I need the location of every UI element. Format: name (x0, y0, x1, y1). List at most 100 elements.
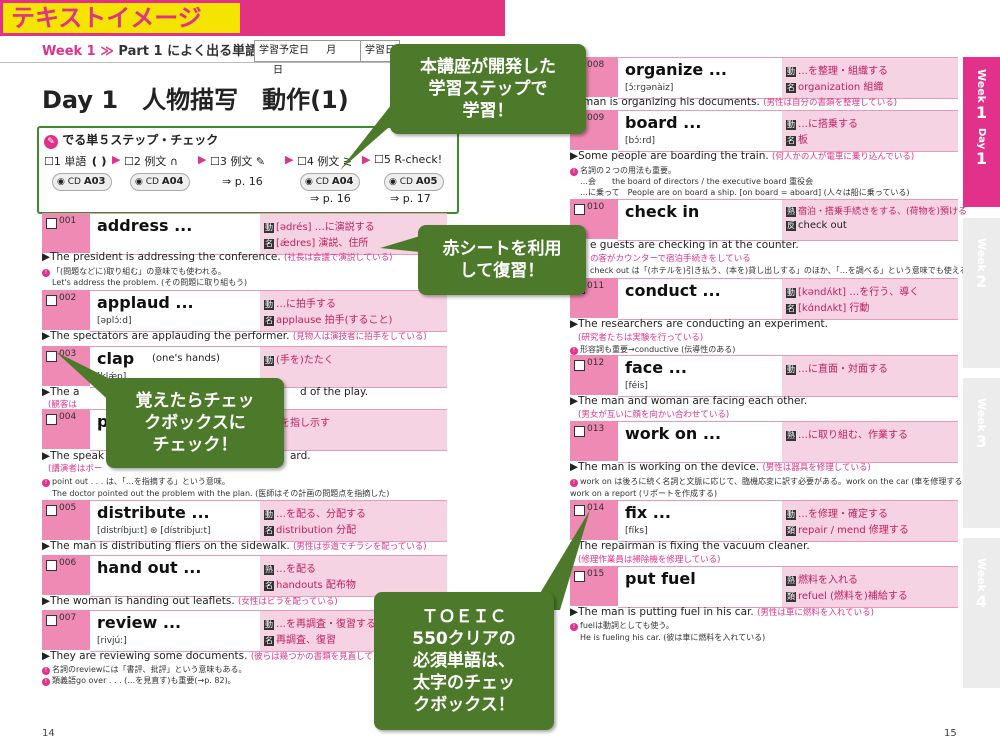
page-label: テキストイメージ (0, 0, 243, 36)
callout-line: 必須単語は、 (413, 651, 515, 671)
entry-number: 002 (59, 293, 77, 303)
step-5[interactable]: ☐5 R-check! (374, 153, 443, 166)
checkbox[interactable] (46, 351, 57, 362)
headphones-icon: ∩ (169, 155, 178, 168)
planned-date-label: 学習予定日 (259, 45, 309, 56)
usage-note: …会 the board of directors / the executiv… (580, 177, 814, 186)
step-2[interactable]: ☐2 例文 ∩ (124, 155, 178, 168)
example-translation: (女性はビラを配っている) (238, 597, 338, 607)
usage-note: !形容詞も重要→conductive (伝導性のある) (570, 344, 735, 355)
callout-line: 赤シートを利用 (442, 239, 562, 259)
tab-week-3[interactable]: Week 3 (963, 378, 1000, 528)
headword: check in (625, 202, 700, 221)
tab-week-1[interactable]: Week 1 Day 1 (963, 57, 1000, 207)
pos-tag: 熟 (786, 207, 796, 217)
usage-note: !work on は後ろに続く名詞と文脈に応じて、臨機応変に訳す必要がある。wo… (570, 476, 973, 487)
checkbox[interactable] (46, 295, 57, 306)
checkbox[interactable] (46, 505, 57, 516)
info-icon: ! (570, 168, 578, 176)
tab-week-2[interactable]: Week 2 (963, 218, 1000, 368)
usage-note: !類義語go over . . . (…を見直す)も重要(→p. 82)。 (42, 675, 236, 686)
headword: face ... (625, 358, 687, 377)
cd-icon: ◉ (135, 177, 143, 187)
example-text: The researchers are conducting an experi… (578, 318, 828, 330)
month-label: 月 (326, 45, 337, 56)
info-icon: ! (570, 623, 578, 631)
checkbox[interactable] (46, 560, 57, 571)
note-text: point out . . . は、「…を指摘する」という意味。 (52, 477, 230, 486)
week-label: Week 1 (42, 44, 96, 59)
example-translation: (彼らは幾つかの書類を見直して (250, 652, 373, 662)
example-sentence: ▶The spectators are applauding the perfo… (42, 330, 427, 342)
checkbox[interactable] (574, 426, 585, 437)
checkbox[interactable] (46, 414, 57, 425)
word-box: board ...[bɔ́ːrd] (618, 110, 788, 152)
headword: put fuel (625, 569, 696, 588)
entry-number: 007 (59, 613, 77, 623)
pronunciation: [féis] (625, 381, 648, 391)
entry-number-box: 012 (570, 355, 618, 395)
usage-note: !point out . . . は、「…を指摘する」という意味。 (42, 476, 230, 487)
meaning: 再調査、復習 (276, 635, 336, 646)
meaning: [kɑ́ndʌkt] 行動 (798, 303, 870, 314)
checkbox[interactable] (574, 571, 585, 582)
tab-week-number: 1 (975, 102, 988, 122)
entry-number: 013 (587, 424, 605, 434)
example-translation: (男性は車に燃料を入れている) (757, 608, 874, 618)
pos-tag: 動 (786, 120, 796, 130)
example-translation: (男性は歩道でチラシを配っている) (293, 542, 427, 552)
example-text: The speak (50, 450, 105, 462)
cd-badge: ◉ CD A05 (384, 173, 445, 191)
meaning: 燃料を入れる (798, 575, 858, 586)
cd-badge: ◉ CD A04 (300, 173, 361, 191)
checkbox[interactable] (46, 218, 57, 229)
usage-note: check out は「(ホテルを)引き払う、(本を)貸し出しする」のほか、「…… (590, 266, 976, 275)
example-text: The a (50, 386, 80, 398)
tab-week-4[interactable]: Week 4 (963, 538, 1000, 688)
checkbox[interactable] (574, 360, 585, 371)
usage-note: !fuelは動詞としても使う。 (570, 620, 674, 631)
study-date-label: 学習日 (365, 45, 395, 56)
translation-text: (研究者たちは実験を行っている) (578, 333, 704, 343)
checkbox[interactable] (574, 204, 585, 215)
pronunciation: [əplɔ́ːd] (97, 316, 132, 326)
example-text: The man is distributing fliers on the si… (50, 540, 290, 552)
planned-date-box[interactable]: 学習予定日 月 日 (254, 40, 364, 76)
headword: applaud ... (97, 293, 194, 312)
pos-tag: 類 (786, 526, 796, 536)
example-sentence: ▶The a (42, 386, 80, 398)
entry-number: 014 (587, 503, 605, 513)
breadcrumb: Week 1 ≫ Part 1 によく出る単語 (42, 40, 258, 59)
step-1[interactable]: ☐1 単語 ❪❫ (44, 155, 109, 168)
callout-pointer (530, 510, 590, 610)
usage-note: He is fueling his car. (彼は車に燃料を入れている) (580, 633, 766, 642)
pos-tag: 動 (786, 288, 796, 298)
headword: p (97, 412, 109, 431)
word-entry: 005 distribute ...[distríbjuːt] ⊛ [dístr… (42, 500, 447, 542)
cd-track: A05 (415, 176, 438, 187)
pos-tag: 熟 (264, 565, 274, 575)
example-translation: (講演者はボー (48, 462, 102, 474)
usage-note: !名詞の２つの用法も重要。 (570, 165, 676, 176)
checkbox[interactable] (574, 505, 585, 516)
checkbox[interactable] (46, 615, 57, 626)
cd-badge: ◉ CD A03 (52, 173, 113, 191)
callout-line: チェック！ (152, 435, 238, 455)
note-text: 名詞の２つの用法も重要。 (580, 166, 676, 175)
headword: hand out ... (97, 558, 202, 577)
example-sentence: ▶The man is distributing fliers on the s… (42, 540, 427, 552)
step-3[interactable]: ☐3 例文 ✎ (210, 155, 266, 168)
headword: fix ... (625, 503, 671, 522)
meaning: organization 組織 (798, 82, 884, 93)
headword: address ... (97, 216, 193, 235)
info-icon: ! (42, 269, 50, 277)
word-box: put fuel (618, 566, 788, 608)
example-text: man is organizing his documents. (583, 96, 760, 108)
